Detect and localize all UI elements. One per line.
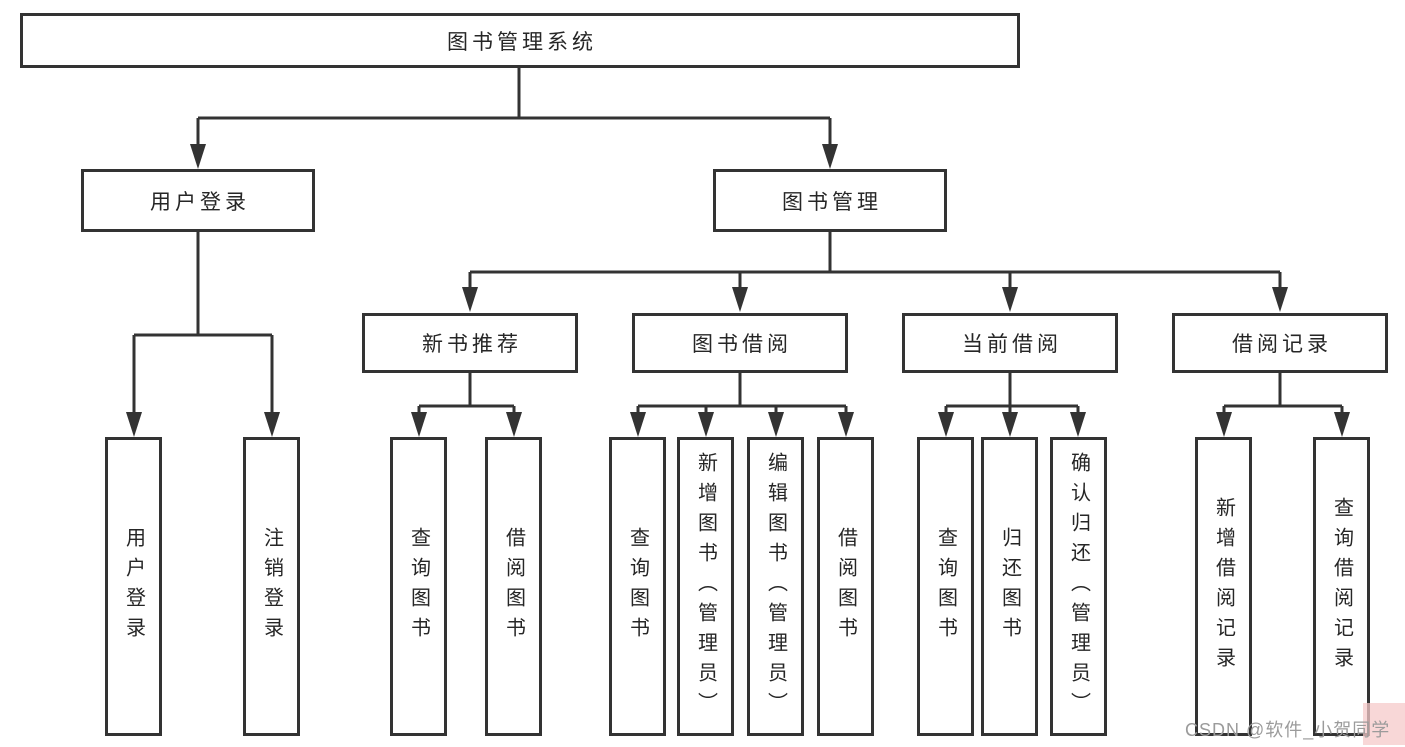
- arrowheads: [126, 144, 1350, 437]
- node-book-borrow: 图书借阅: [632, 313, 848, 373]
- leaf-confirm-return-admin: 确认归还（管理员）: [1050, 437, 1107, 736]
- leaf-logout: 注销登录: [243, 437, 300, 736]
- leaf-add-borrow-record: 新增借阅记录: [1195, 437, 1252, 736]
- watermark-text: CSDN @软件_小贺同学: [1185, 720, 1391, 740]
- watermark-highlight: [1363, 703, 1405, 745]
- leaf-add-books-admin: 新增图书（管理员）: [677, 437, 734, 736]
- leaf-edit-books-admin: 编辑图书（管理员）: [747, 437, 804, 736]
- node-user-login: 用户登录: [81, 169, 315, 232]
- node-root-system: 图书管理系统: [20, 13, 1020, 68]
- node-new-book-recommend: 新书推荐: [362, 313, 578, 373]
- leaf-query-books-recommend: 查询图书: [390, 437, 447, 736]
- node-borrow-records: 借阅记录: [1172, 313, 1388, 373]
- leaf-return-books: 归还图书: [981, 437, 1038, 736]
- leaf-borrow-books-recommend: 借阅图书: [485, 437, 542, 736]
- node-current-borrow: 当前借阅: [902, 313, 1118, 373]
- node-book-management: 图书管理: [713, 169, 947, 232]
- leaf-query-books-borrow: 查询图书: [609, 437, 666, 736]
- leaf-user-login: 用户登录: [105, 437, 162, 736]
- leaf-query-borrow-record: 查询借阅记录: [1313, 437, 1370, 736]
- leaf-borrow-books: 借阅图书: [817, 437, 874, 736]
- leaf-query-books-current: 查询图书: [917, 437, 974, 736]
